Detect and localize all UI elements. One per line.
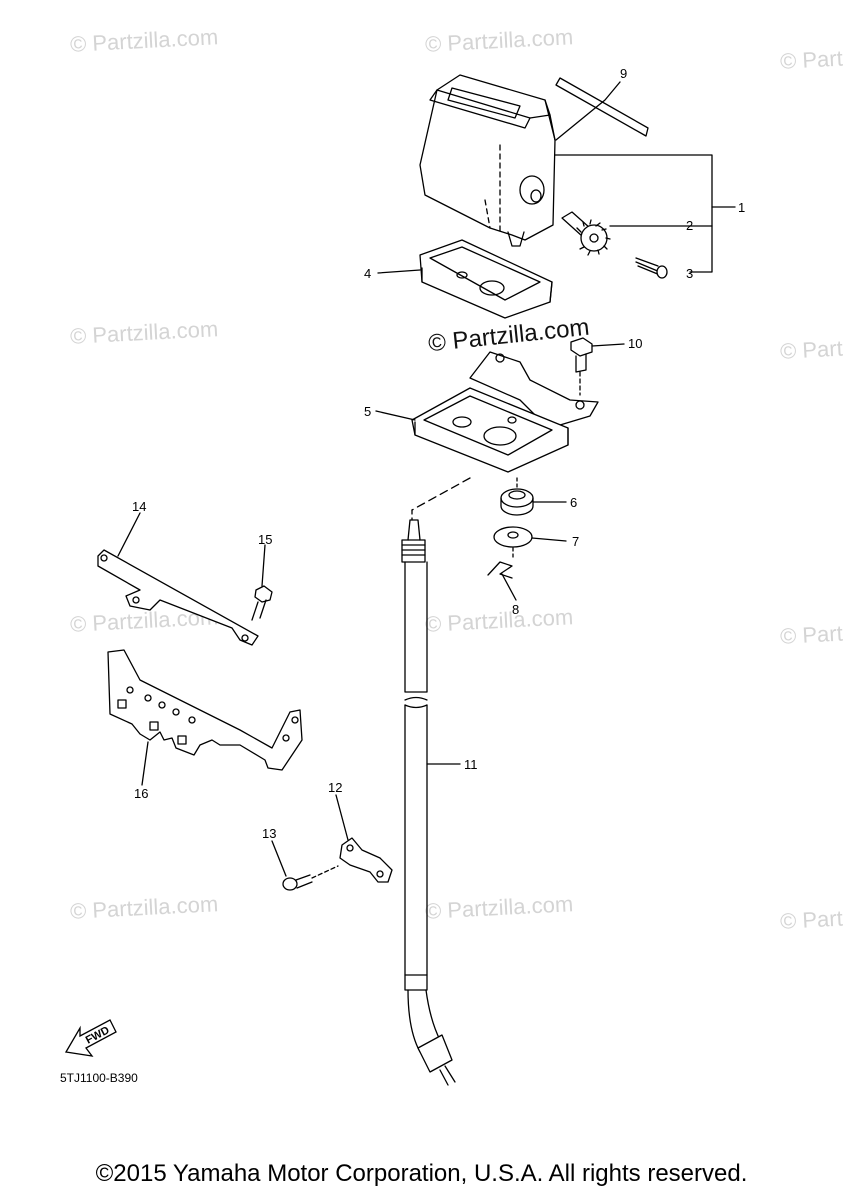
part-14-stay bbox=[97, 549, 259, 646]
part-10-bolt bbox=[570, 337, 593, 396]
callout-9: 9 bbox=[620, 66, 627, 81]
callout-8: 8 bbox=[512, 602, 519, 617]
diagram-code: 5TJ1100-B390 bbox=[60, 1071, 138, 1085]
part-3-screw bbox=[635, 257, 668, 279]
part-11-cable bbox=[401, 519, 456, 1086]
callout-7: 7 bbox=[572, 534, 579, 549]
callout-3: 3 bbox=[686, 266, 693, 281]
callout-4: 4 bbox=[364, 266, 371, 281]
fwd-arrow-icon bbox=[64, 1019, 117, 1057]
part-8-clip bbox=[487, 561, 513, 579]
callout-5: 5 bbox=[364, 404, 371, 419]
callout-11: 11 bbox=[464, 757, 478, 772]
part-9-strip bbox=[555, 77, 649, 137]
copyright-notice: ©2015 Yamaha Motor Corporation, U.S.A. A… bbox=[95, 1160, 748, 1187]
callout-1: 1 bbox=[738, 200, 745, 215]
part-5-bracket bbox=[411, 351, 599, 473]
part-13-screw bbox=[282, 865, 339, 891]
part-12-clamp bbox=[339, 837, 393, 883]
fwd-label: FWD bbox=[84, 1024, 112, 1046]
part-4-cushion bbox=[419, 239, 553, 319]
callout-12: 12 bbox=[328, 780, 342, 795]
part-2-gear bbox=[561, 211, 611, 256]
callout-2: 2 bbox=[686, 218, 693, 233]
callout-14: 14 bbox=[132, 499, 146, 514]
part-6-grommet bbox=[500, 488, 534, 516]
callout-16: 16 bbox=[134, 786, 148, 801]
part-16-bracket bbox=[107, 649, 303, 771]
part-1-meter-assembly bbox=[419, 74, 556, 247]
callout-6: 6 bbox=[570, 495, 577, 510]
part-15-bolt bbox=[251, 585, 273, 621]
callout-13: 13 bbox=[262, 826, 276, 841]
callout-10: 10 bbox=[628, 336, 642, 351]
callout-15: 15 bbox=[258, 532, 272, 547]
part-7-washer bbox=[493, 526, 533, 548]
